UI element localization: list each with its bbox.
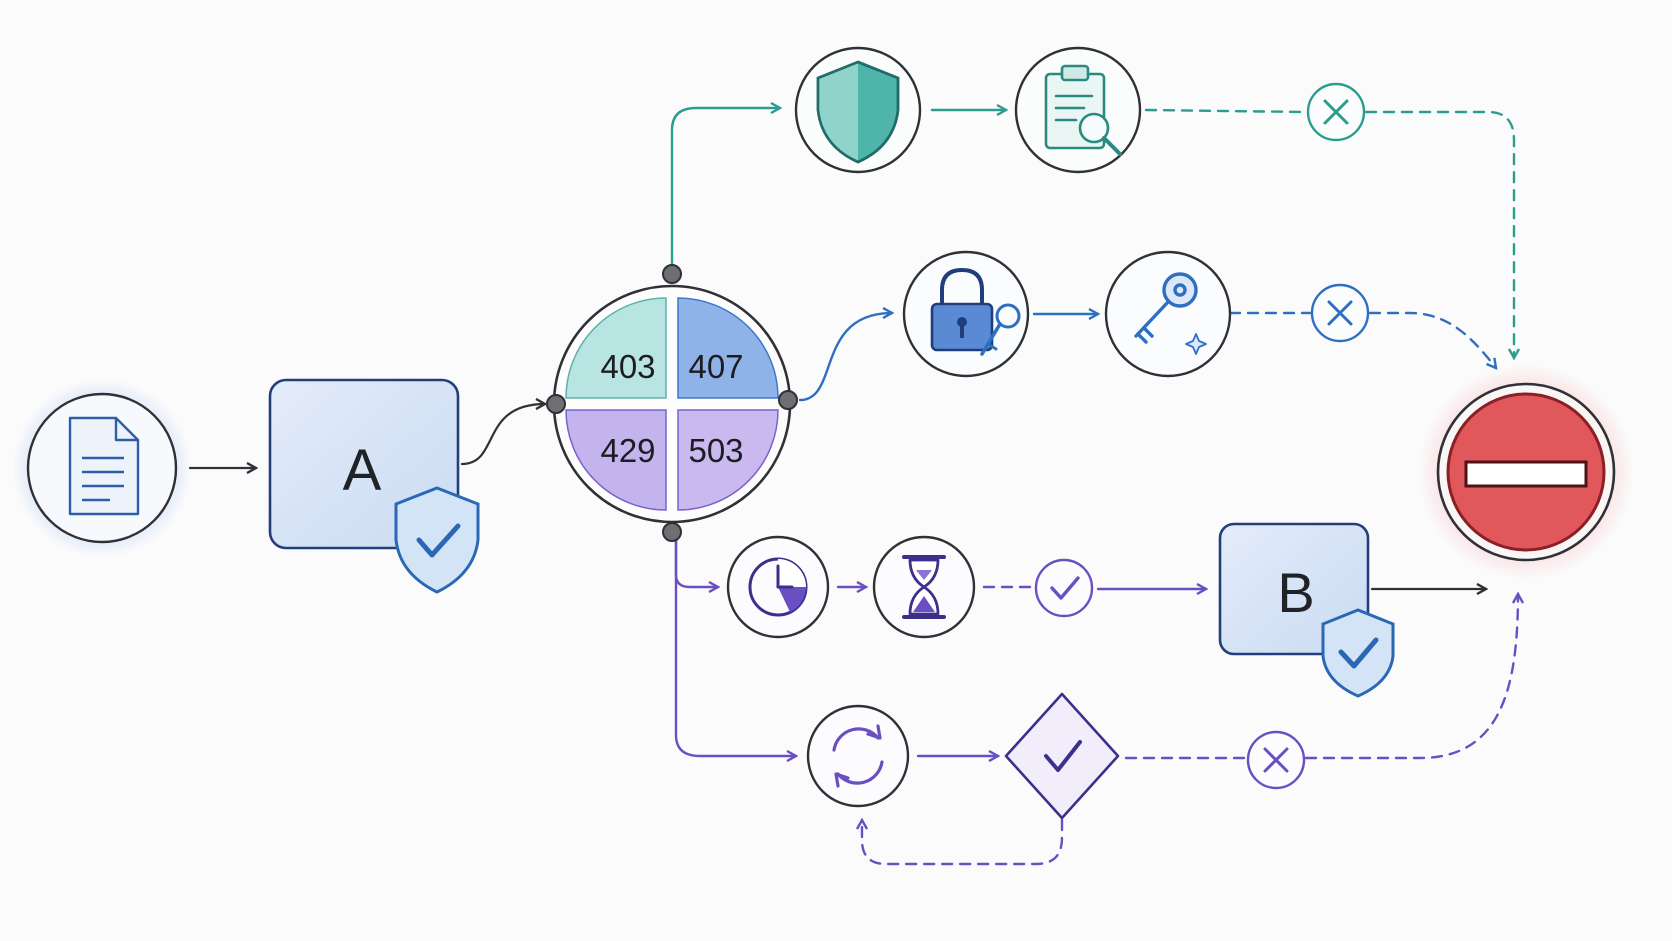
box-b-label: B bbox=[1277, 561, 1314, 624]
port-bottom bbox=[662, 522, 682, 542]
code-429: 429 bbox=[600, 432, 655, 469]
shield-node bbox=[794, 46, 922, 174]
x-node-purple bbox=[1246, 730, 1306, 790]
shield-check-icon bbox=[394, 486, 480, 594]
x-node-teal bbox=[1306, 82, 1366, 142]
x-circle-icon bbox=[1263, 747, 1289, 773]
dash-x-to-end-3 bbox=[1304, 594, 1518, 760]
arrow-hub-to-refresh bbox=[674, 534, 796, 756]
x-circle-icon bbox=[1327, 300, 1353, 326]
code-503: 503 bbox=[688, 432, 743, 469]
refresh-icon bbox=[832, 724, 884, 788]
x-circle-icon bbox=[1323, 99, 1349, 125]
shield-icon bbox=[816, 60, 900, 164]
shield-check-icon bbox=[1321, 608, 1395, 698]
document-icon bbox=[68, 416, 140, 516]
key-icon bbox=[1134, 272, 1207, 355]
arrow-a-to-hub bbox=[460, 404, 545, 466]
quadrant-403 bbox=[565, 297, 667, 399]
arrow-hub-to-padlock bbox=[798, 313, 892, 402]
quadrant-429 bbox=[565, 409, 667, 511]
port-left bbox=[546, 394, 566, 414]
check-node bbox=[1034, 558, 1094, 618]
status-hub: 403 407 429 503 bbox=[546, 264, 798, 542]
end-node bbox=[1418, 364, 1634, 580]
key-node bbox=[1104, 250, 1232, 378]
check-circle-icon bbox=[1050, 576, 1080, 600]
dash-x-to-end bbox=[1364, 110, 1514, 358]
hourglass-node bbox=[872, 535, 976, 639]
hourglass-icon bbox=[902, 555, 946, 619]
clipboard-search-icon bbox=[1044, 64, 1122, 156]
no-entry-icon bbox=[1446, 392, 1606, 552]
clock-node bbox=[726, 535, 830, 639]
port-top bbox=[662, 264, 682, 284]
code-407: 407 bbox=[688, 348, 743, 385]
dash-diamond-loop-back bbox=[862, 820, 1064, 866]
clipboard-node bbox=[1014, 46, 1142, 174]
start-node bbox=[12, 378, 192, 558]
clock-icon bbox=[748, 557, 808, 617]
dash-clipboard-to-x bbox=[1144, 108, 1306, 114]
dash-x-to-end-2 bbox=[1368, 311, 1496, 368]
x-node-blue bbox=[1310, 283, 1370, 343]
padlock-node bbox=[902, 250, 1030, 378]
refresh-node bbox=[806, 704, 910, 808]
box-a: A bbox=[268, 378, 480, 594]
arrow-hub-to-clock bbox=[674, 534, 718, 587]
quadrant-407 bbox=[677, 297, 779, 399]
arrow-hub-to-shield bbox=[670, 108, 780, 274]
port-right bbox=[778, 390, 798, 410]
box-a-label: A bbox=[343, 438, 382, 503]
box-b: B bbox=[1218, 522, 1395, 698]
quadrant-503 bbox=[677, 409, 779, 511]
padlock-key-icon bbox=[930, 267, 1021, 356]
check-diamond-icon bbox=[1044, 740, 1082, 772]
code-403: 403 bbox=[600, 348, 655, 385]
connectors bbox=[188, 108, 1518, 866]
diamond-node bbox=[1004, 692, 1120, 820]
